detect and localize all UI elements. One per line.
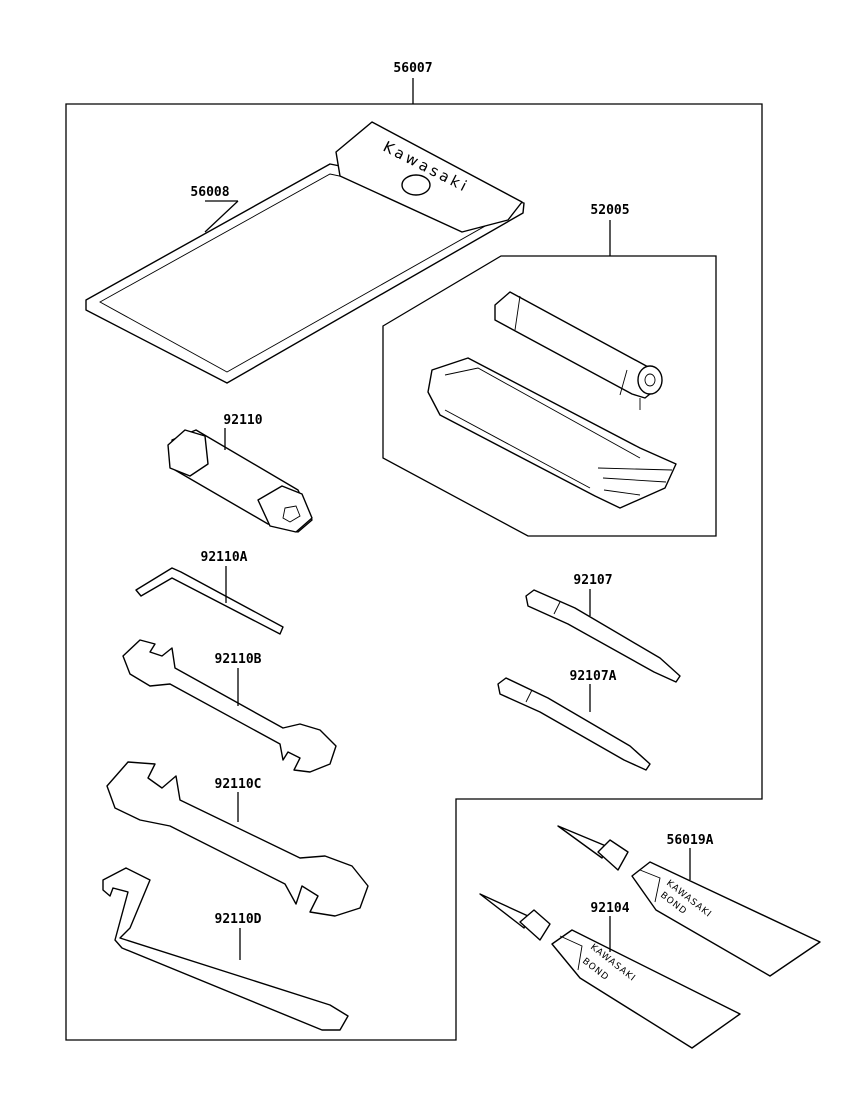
hook-wrench bbox=[102, 867, 349, 1031]
screwdriver-92107A bbox=[497, 677, 651, 771]
repair-kit-box bbox=[382, 255, 717, 537]
label-56019A: 56019A bbox=[667, 833, 714, 848]
label-92107: 92107 bbox=[573, 573, 612, 588]
toolkit-outline bbox=[65, 103, 763, 1041]
pump-bag bbox=[427, 357, 677, 509]
wrench-b bbox=[122, 639, 337, 773]
label-56007: 56007 bbox=[393, 61, 432, 76]
label-56008: 56008 bbox=[190, 185, 229, 200]
plug-wrench bbox=[167, 429, 313, 533]
label-92110D: 92110D bbox=[215, 912, 262, 927]
pouch-snap bbox=[401, 174, 431, 196]
bond-tube-92104: KAWASAKI BOND bbox=[479, 893, 741, 1049]
label-92107A: 92107A bbox=[570, 669, 617, 684]
label-92110B: 92110B bbox=[215, 652, 262, 667]
hex-key bbox=[135, 567, 284, 635]
bond-tube-56019A: KAWASAKI BOND bbox=[557, 825, 821, 977]
label-92104: 92104 bbox=[590, 901, 629, 916]
label-92110: 92110 bbox=[223, 413, 262, 428]
pump-tube bbox=[494, 291, 663, 410]
label-52005: 52005 bbox=[590, 203, 629, 218]
tool-pouch: Kawasaki bbox=[85, 121, 525, 384]
wrench-c bbox=[106, 761, 369, 917]
screwdriver-92107 bbox=[525, 589, 681, 683]
label-92110A: 92110A bbox=[201, 550, 248, 565]
label-92110C: 92110C bbox=[215, 777, 262, 792]
